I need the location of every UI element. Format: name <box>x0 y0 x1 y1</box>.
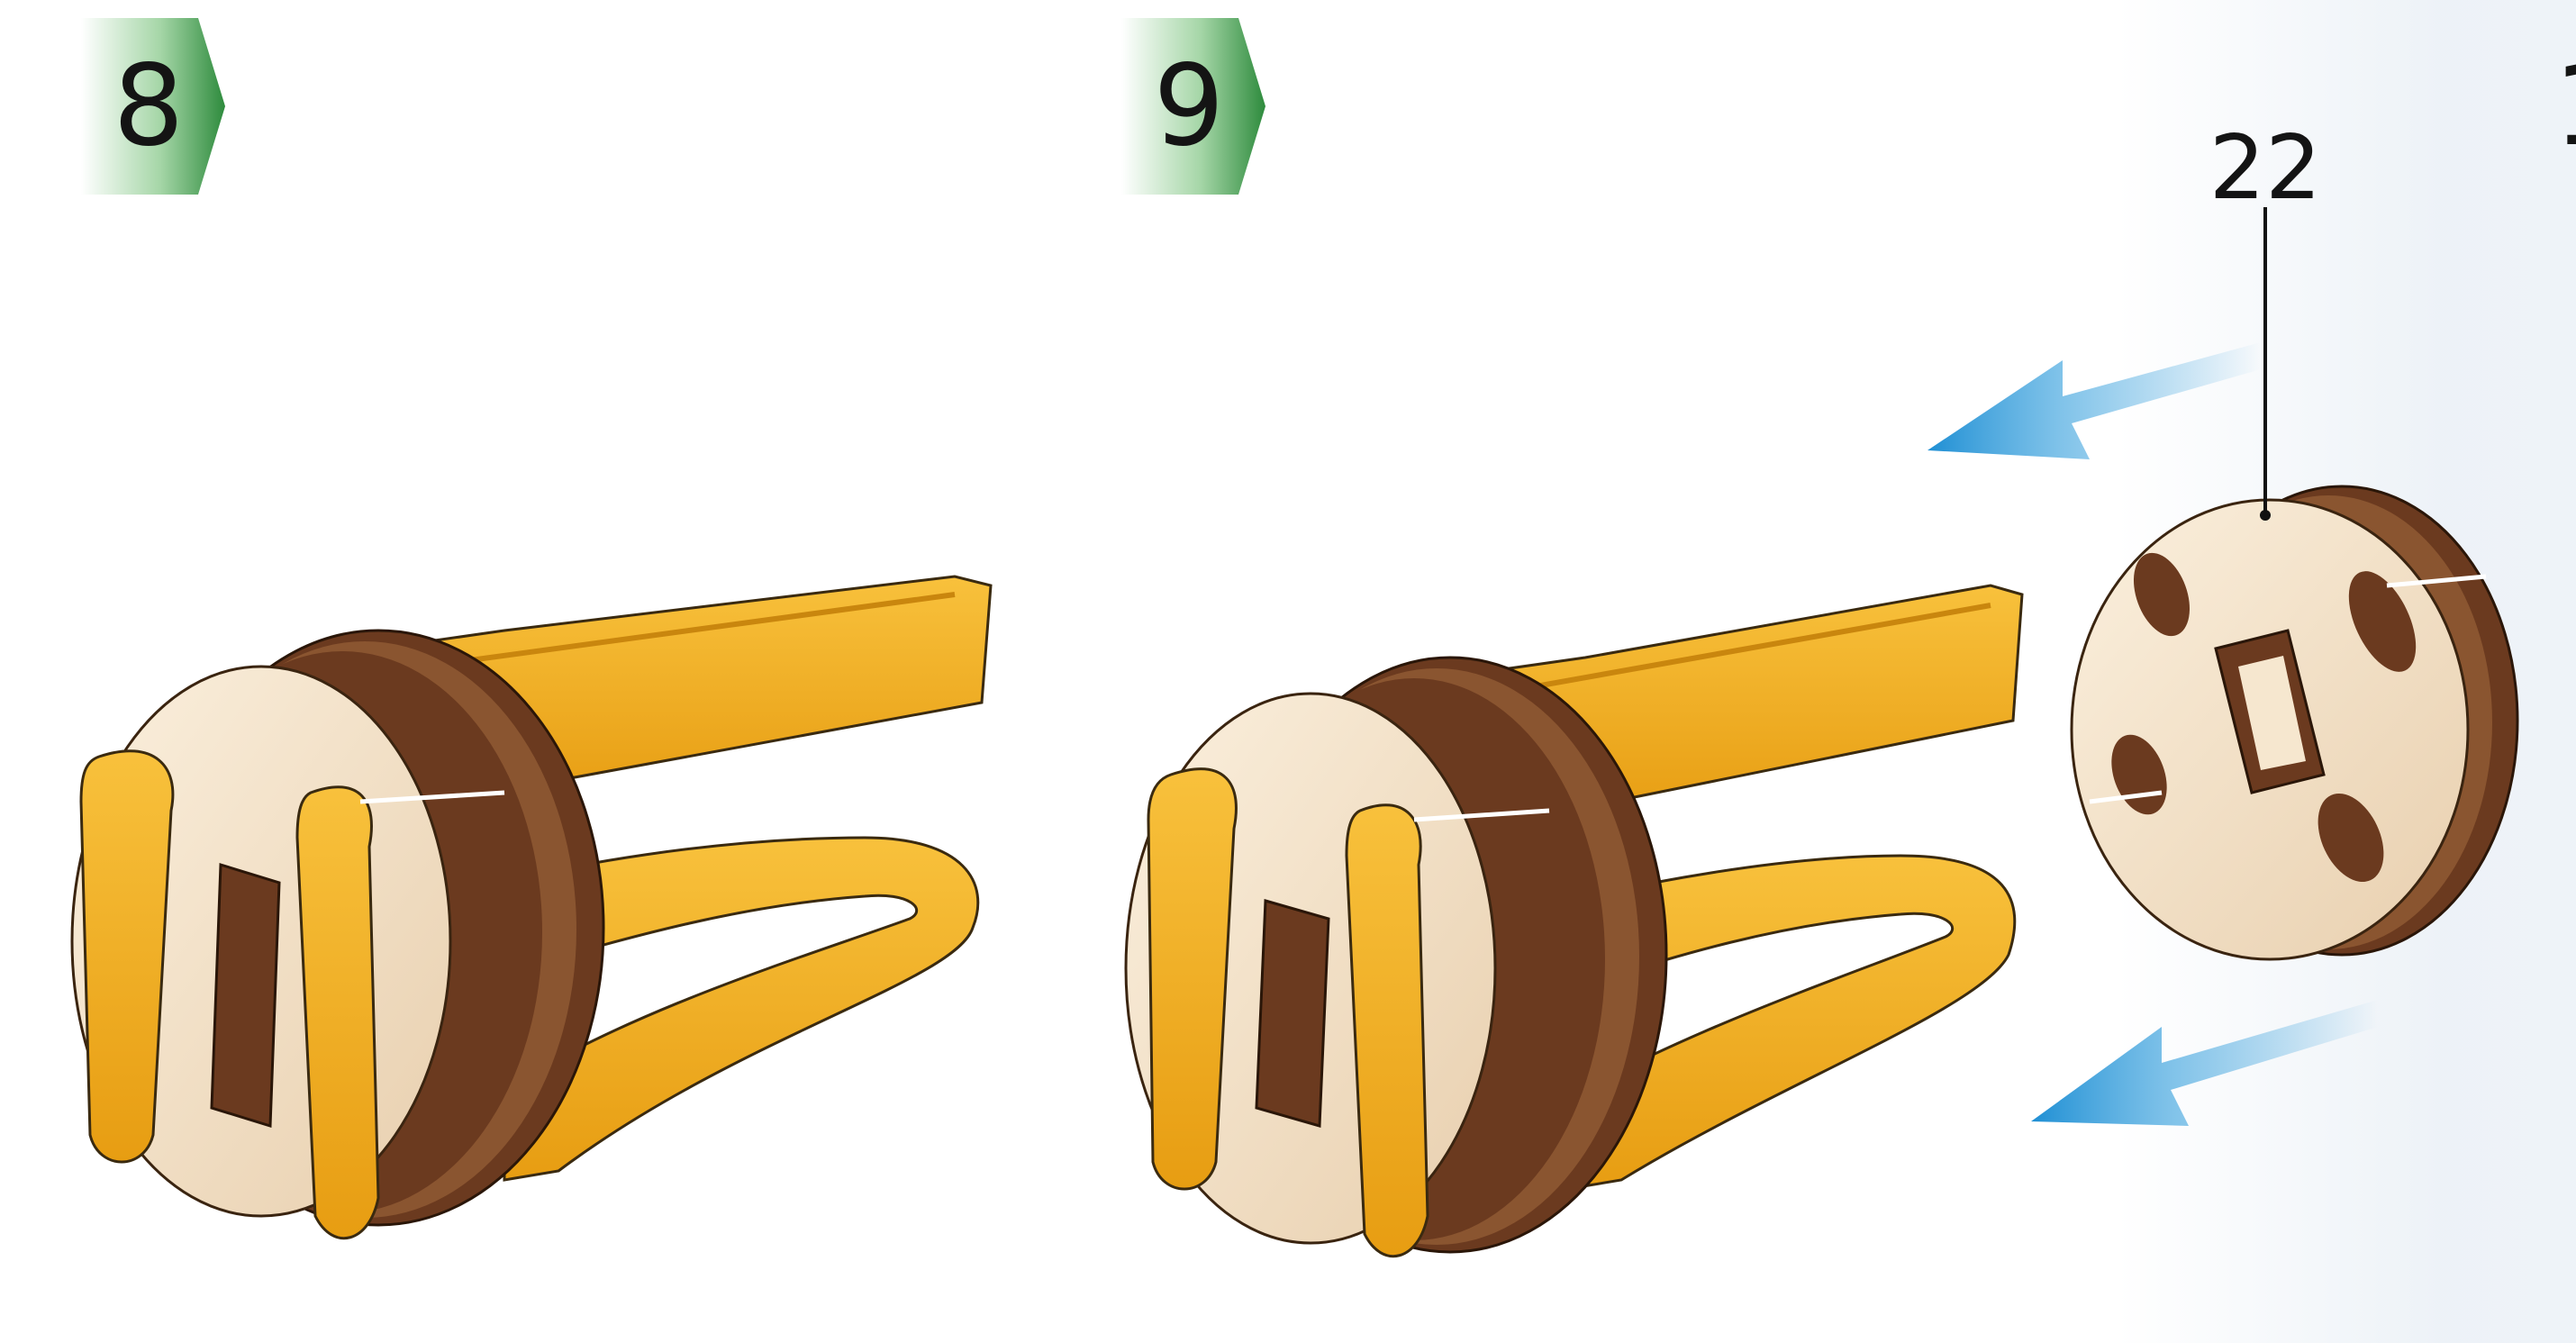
part-22-disc <box>2072 486 2517 959</box>
step-8-assembly <box>72 576 991 1239</box>
direction-arrow-icon <box>2031 1000 2378 1126</box>
direction-arrow-icon <box>1927 342 2261 459</box>
step-9-assembly <box>1126 585 2022 1257</box>
